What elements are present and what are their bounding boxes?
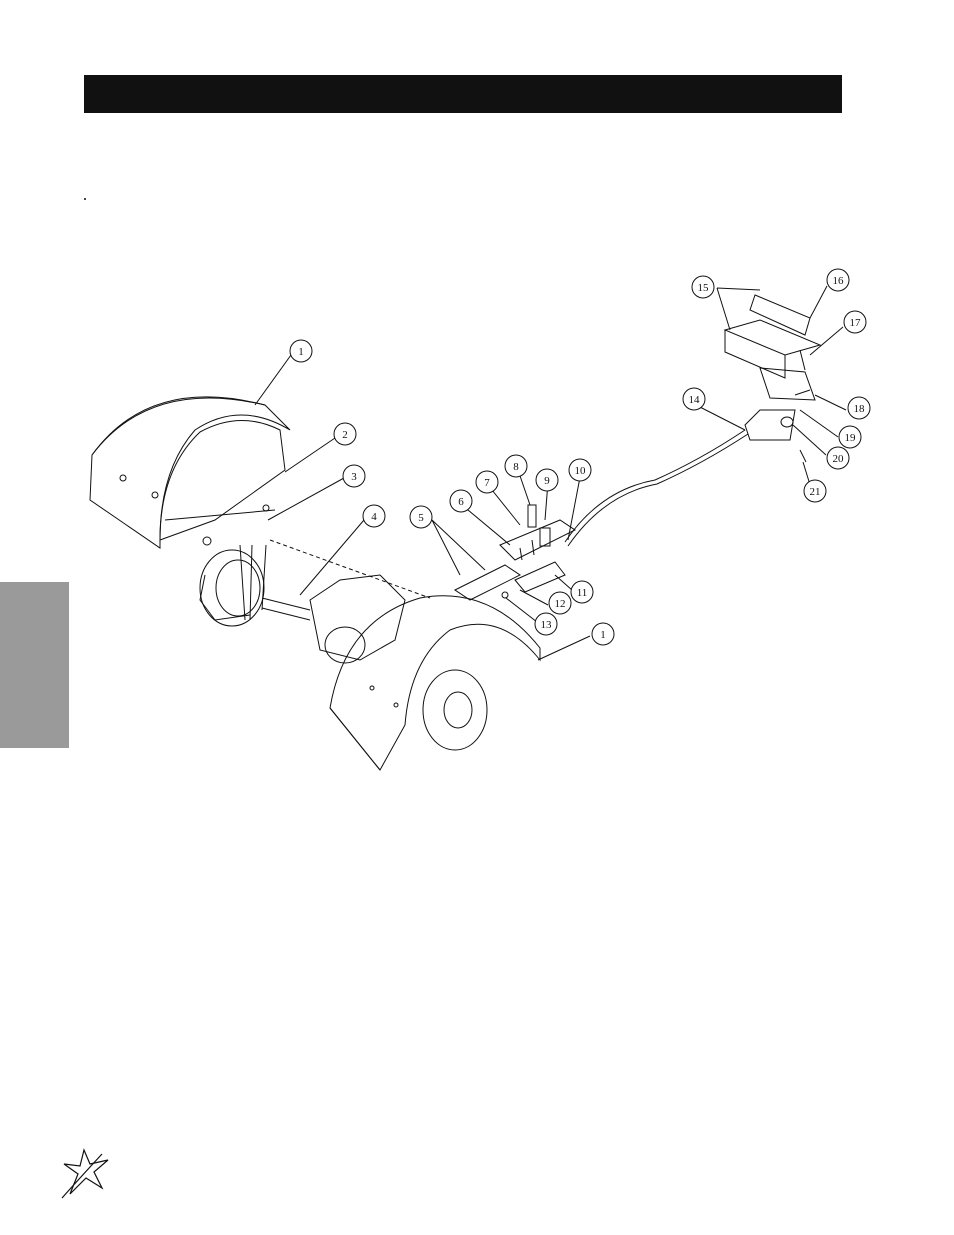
callout-label-c21: 21 [810, 486, 821, 498]
callout-label-c11: 11 [577, 587, 588, 599]
callout-label-c15: 15 [698, 282, 710, 294]
callout-label-c4: 4 [371, 511, 377, 523]
callout-label-c8: 8 [513, 461, 519, 473]
callout-label-c1a: 1 [298, 346, 304, 358]
axle-drawing [262, 540, 430, 663]
callout-label-c9: 9 [544, 475, 550, 487]
callout-label-c16: 16 [833, 275, 845, 287]
callout-label-c3: 3 [351, 471, 357, 483]
callout-label-c19: 19 [845, 432, 857, 444]
callout-label-c14: 14 [689, 394, 701, 406]
callout-label-c18: 18 [854, 403, 866, 415]
callout-label-c10: 10 [575, 465, 587, 477]
callout-label-c7: 7 [484, 477, 490, 489]
star-swoosh-logo [58, 1140, 114, 1200]
callout-label-c17: 17 [850, 317, 862, 329]
callout-label-c20: 20 [833, 453, 845, 465]
left-fender-drawing [90, 397, 290, 548]
callout-label-c1b: 1 [600, 629, 606, 641]
right-fender-drawing [330, 596, 540, 770]
callout-label-c2: 2 [342, 429, 348, 441]
callout-label-c12: 12 [555, 598, 566, 610]
left-hub-drawing [200, 545, 266, 626]
callout-label-c5: 5 [418, 512, 424, 524]
callout-label-c6: 6 [458, 496, 464, 508]
brake-cable-drawing [565, 430, 748, 546]
callout-label-c13: 13 [541, 619, 553, 631]
